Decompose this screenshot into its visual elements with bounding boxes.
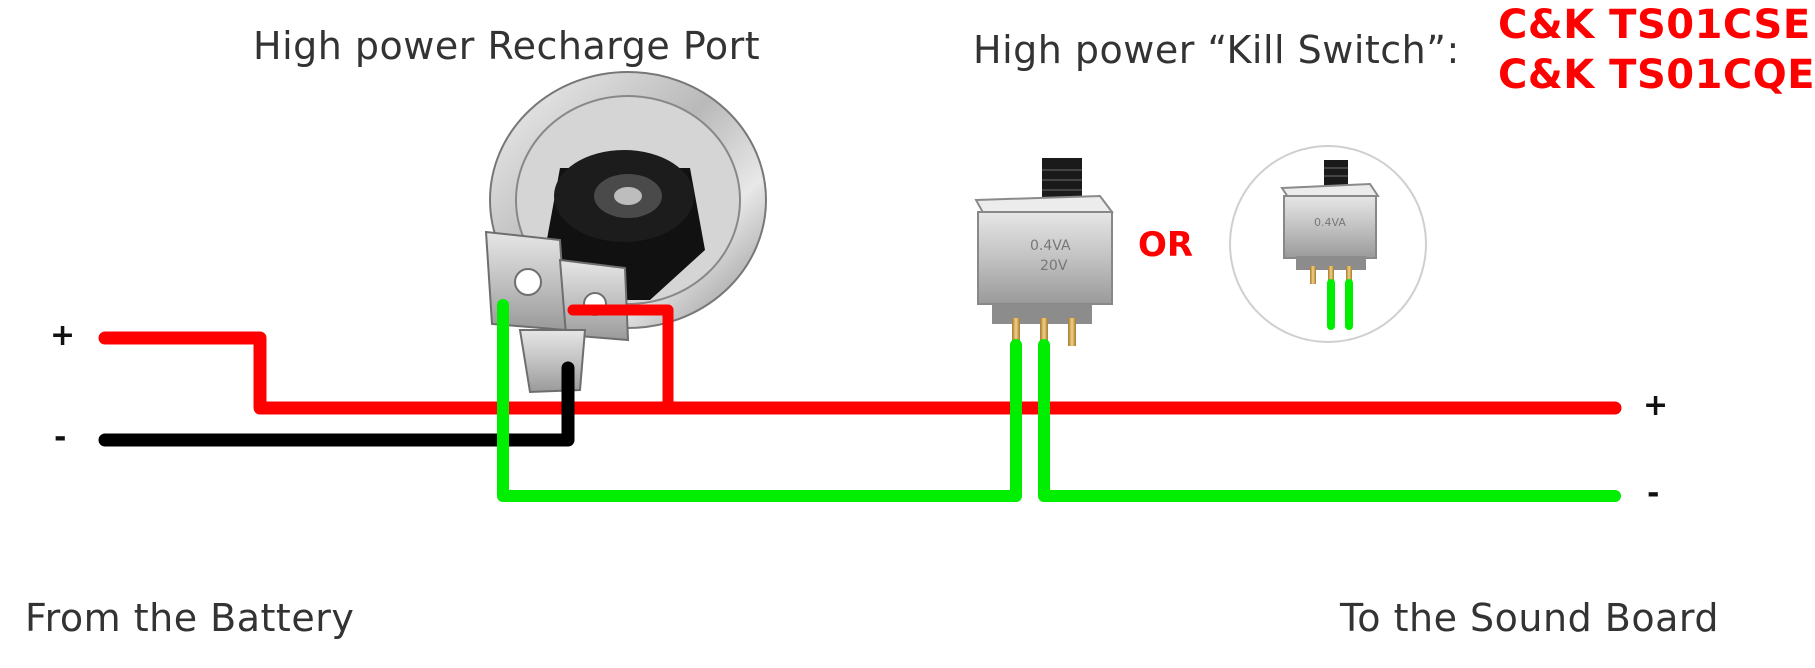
slide-switch-icon: 0.4VA 20V: [974, 158, 1114, 346]
or-label: OR: [1138, 225, 1194, 265]
svg-text:20V: 20V: [1040, 258, 1068, 274]
slide-switch-alt-icon: 0.4VA: [1229, 145, 1427, 343]
svg-text:0.4VA: 0.4VA: [1030, 238, 1071, 254]
board-plus-label: +: [1643, 388, 1669, 423]
recharge-port-label: High power Recharge Port: [253, 24, 761, 68]
negative-wire: [98, 361, 575, 447]
from-battery-label: From the Battery: [25, 596, 355, 640]
board-minus-label: -: [1647, 476, 1660, 511]
battery-minus-label: -: [54, 420, 67, 455]
part-number-2: C&K TS01CQE: [1498, 52, 1815, 98]
svg-text:0.4VA: 0.4VA: [1314, 216, 1346, 229]
switched-negative-wire: [497, 279, 1621, 502]
to-sound-board-label: To the Sound Board: [1340, 596, 1719, 640]
positive-wire: [98, 304, 1622, 415]
battery-plus-label: +: [50, 318, 76, 353]
part-number-1: C&K TS01CSE: [1498, 2, 1811, 48]
kill-switch-label: High power “Kill Switch”:: [973, 28, 1460, 72]
dc-barrel-jack-icon: [484, 71, 767, 394]
